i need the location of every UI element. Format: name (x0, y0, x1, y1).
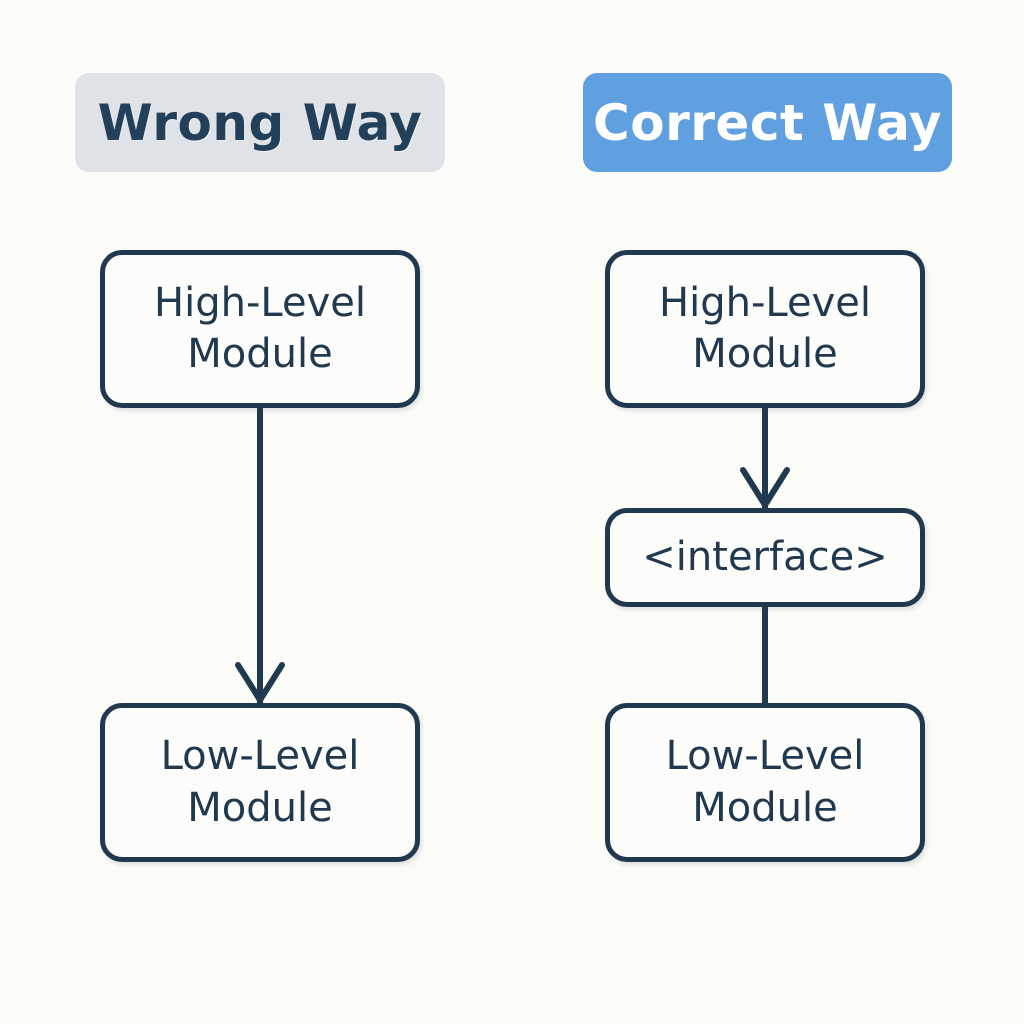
node-correct-high-level-module-label: High-Level Module (659, 279, 871, 377)
connector-correct-high-to-interface (740, 408, 790, 508)
node-correct-high-level-module: High-Level Module (605, 250, 925, 408)
node-wrong-high-level-module-label: High-Level Module (154, 279, 366, 377)
panel-header-wrong-way-label: Wrong Way (97, 93, 423, 152)
node-wrong-low-level-module-label: Low-Level Module (160, 733, 360, 831)
arrowhead-chevron-icon (235, 662, 285, 703)
arrowhead-chevron-icon (740, 467, 790, 508)
panel-header-correct-way-label: Correct Way (593, 93, 942, 152)
node-wrong-high-level-module: High-Level Module (100, 250, 420, 408)
node-wrong-low-level-module: Low-Level Module (100, 703, 420, 862)
node-correct-interface: <interface> (605, 508, 925, 607)
panel-header-wrong-way: Wrong Way (75, 73, 445, 172)
panel-header-correct-way: Correct Way (583, 73, 952, 172)
node-correct-low-level-module-label: Low-Level Module (665, 733, 865, 831)
connector-wrong-high-to-low (235, 408, 285, 703)
node-correct-interface-label: <interface> (642, 533, 888, 580)
node-correct-low-level-module: Low-Level Module (605, 703, 925, 862)
